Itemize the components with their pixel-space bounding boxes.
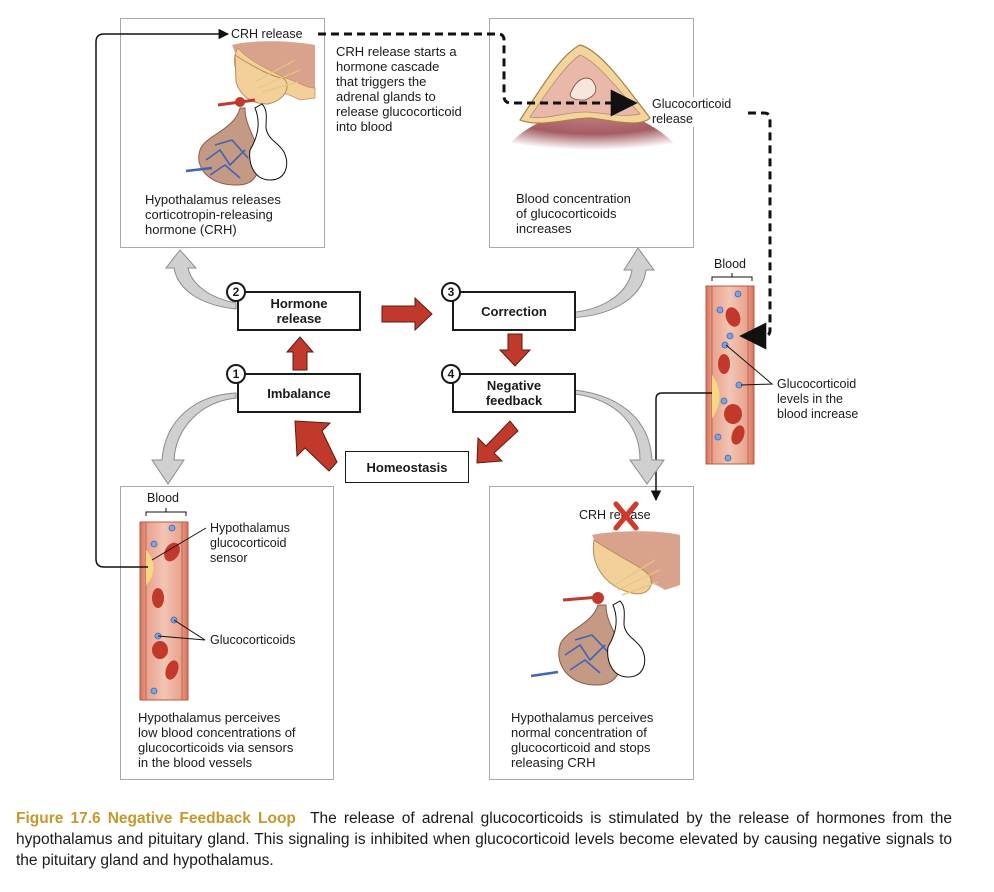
curved-arrow-correction-to-panel	[562, 247, 655, 319]
homeostasis-box: Homeostasis	[345, 451, 469, 483]
glucocorticoid-release-label: Glucocorticoid release	[652, 97, 732, 127]
dashed-release-line	[739, 111, 772, 350]
blood-label-left: Blood	[147, 491, 179, 505]
panel-caption-normal-concentration: Hypothalamus perceives normal concentrat…	[511, 710, 654, 770]
curved-arrow-feedback-to-panel	[562, 388, 665, 485]
step-number-1: 1	[226, 364, 246, 384]
blood-vessel-right	[705, 273, 755, 465]
panel-caption-low-concentration: Hypothalamus perceives low blood concent…	[138, 710, 296, 770]
cycle-arrow-hormone-to-correction	[381, 296, 433, 332]
step-number-4: 4	[441, 364, 461, 384]
step-box-negative-feedback: Negative feedback	[452, 373, 576, 413]
step-number-3: 3	[441, 282, 461, 302]
cycle-arrow-correction-to-feedback	[498, 333, 532, 367]
figure-caption-text: The release of adrenal glucocorticoids i…	[16, 810, 952, 869]
cycle-arrow-homeostasis-to-imbalance	[294, 420, 338, 472]
blood-label-right: Blood	[714, 257, 746, 271]
glucocorticoids-label: Glucocorticoids	[210, 633, 296, 647]
step-box-correction: Correction	[452, 291, 576, 331]
cascade-note: CRH release starts a hormone cascade tha…	[336, 44, 462, 134]
glucocorticoid-levels-label: Glucocorticoid levels in the blood incre…	[777, 377, 859, 421]
vessel-to-crh-stop-line	[650, 392, 712, 502]
sensor-label: Hypothalamus glucocorticoid sensor	[210, 521, 290, 565]
crh-release-stopped-label: CRH release	[579, 508, 651, 522]
figure-caption: Figure 17.6 Negative Feedback Loop The r…	[16, 808, 952, 871]
panel-caption-blood-concentration: Blood concentration of glucocorticoids i…	[516, 191, 631, 236]
curved-arrow-hormone-to-panel	[164, 249, 237, 310]
step-number-2: 2	[226, 282, 246, 302]
cycle-arrow-feedback-to-homeostasis	[476, 420, 519, 464]
figure-label: Figure 17.6 Negative Feedback Loop	[16, 810, 296, 827]
cycle-arrow-imbalance-to-hormone	[285, 336, 315, 371]
panel-caption-crh: Hypothalamus releases corticotropin-rele…	[145, 192, 281, 237]
crh-release-label: CRH release	[231, 27, 303, 41]
curved-arrow-imbalance-to-panel	[151, 392, 237, 485]
step-box-hormone-release: Hormone release	[237, 291, 361, 331]
step-box-imbalance: Imbalance	[237, 373, 361, 413]
